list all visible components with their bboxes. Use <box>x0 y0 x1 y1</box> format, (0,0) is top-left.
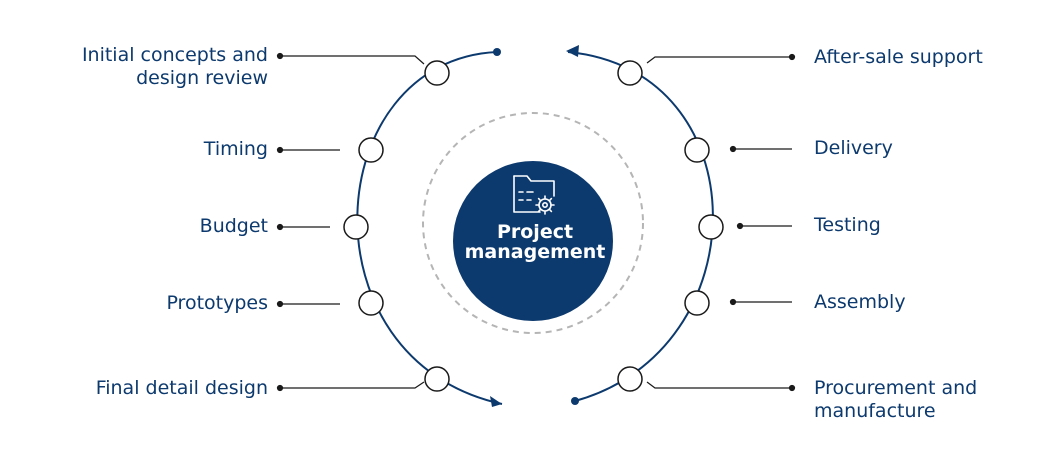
label-left-1-line2: design review <box>136 67 268 89</box>
label-right-5-line2: manufacture <box>814 400 936 422</box>
connector-left-5-dot <box>276 384 284 392</box>
node-right-3 <box>698 214 724 240</box>
node-left-2 <box>358 137 384 163</box>
connector-right-5 <box>646 381 792 389</box>
connector-left-1-dot <box>276 52 284 60</box>
dashed-ring <box>422 112 644 334</box>
label-right-2-line1: Delivery <box>814 137 893 159</box>
connector-left-3-dot <box>276 223 284 231</box>
connector-right-1 <box>646 56 792 64</box>
label-left-1-line1: Initial concepts and <box>81 44 268 66</box>
label-left-5: Final detail design <box>96 377 268 400</box>
left-arc-start-dot <box>493 48 501 56</box>
label-left-4: Prototypes <box>166 292 268 315</box>
connector-left-4-dot <box>276 300 284 308</box>
label-left-2-line1: Timing <box>203 138 268 160</box>
label-right-5: Procurement and manufacture <box>814 377 977 423</box>
label-left-1: Initial concepts and design review <box>82 44 268 90</box>
center-disk <box>453 161 613 321</box>
label-left-4-line1: Prototypes <box>166 292 268 314</box>
node-left-4 <box>358 290 384 316</box>
node-left-3 <box>343 214 369 240</box>
connector-left-1 <box>280 55 425 65</box>
label-right-4-line1: Assembly <box>814 291 906 313</box>
connector-right-2-dot <box>729 145 737 153</box>
label-left-3-line1: Budget <box>199 215 268 237</box>
node-right-5 <box>617 366 643 392</box>
label-right-1: After-sale support <box>814 46 983 69</box>
connector-right-3-dot <box>736 222 744 230</box>
label-right-4: Assembly <box>814 291 906 314</box>
node-left-5 <box>424 366 450 392</box>
label-right-3: Testing <box>814 214 881 237</box>
center-title-line2: management <box>464 241 606 263</box>
connector-left-2-dot <box>276 146 284 154</box>
right-arc-arrowhead <box>566 45 579 57</box>
connector-right-4-dot <box>729 298 737 306</box>
label-right-5-line1: Procurement and <box>814 377 978 399</box>
label-left-2: Timing <box>204 138 268 161</box>
node-left-1 <box>424 60 450 86</box>
label-left-3: Budget <box>200 215 268 238</box>
connector-right-1-dot <box>788 53 796 61</box>
label-right-2: Delivery <box>814 137 893 160</box>
node-right-1 <box>617 60 643 86</box>
connector-left-5 <box>280 381 425 389</box>
label-left-5-line1: Final detail design <box>95 377 268 399</box>
center-title: Project management <box>455 222 615 262</box>
left-arc-arrowhead <box>490 396 502 407</box>
center-title-line1: Project <box>496 221 574 243</box>
node-right-2 <box>684 137 710 163</box>
connector-right-5-dot <box>788 384 796 392</box>
folder-gear-icon <box>513 175 555 215</box>
label-right-3-line1: Testing <box>814 214 881 236</box>
label-right-1-line1: After-sale support <box>814 46 983 68</box>
node-right-4 <box>684 290 710 316</box>
right-arc-end-dot <box>571 397 579 405</box>
